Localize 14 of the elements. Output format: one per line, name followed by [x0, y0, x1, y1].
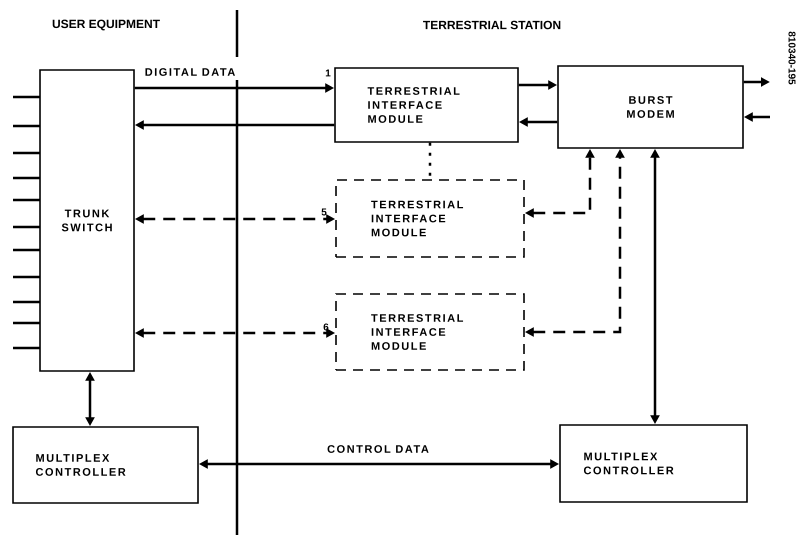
- modem-box: BURST MODEM: [557, 65, 744, 149]
- controller-box: MULTIPLEX CONTROLLER: [12, 426, 199, 504]
- figure-number: 810340-195: [788, 32, 796, 84]
- section-heading: USER EQUIPMENT: [52, 20, 160, 30]
- module-box: TERRESTRIAL INTERFACE MODULE: [334, 67, 519, 143]
- section-heading: TERRESTRIAL STATION: [423, 20, 560, 30]
- edge-label: CONTROL DATA: [326, 444, 430, 454]
- edge-label: DIGITAL DATA: [144, 67, 236, 77]
- port-number: 1: [326, 70, 330, 76]
- module-box: TERRESTRIAL INTERFACE MODULE: [335, 179, 525, 258]
- port-number: 5: [322, 208, 326, 216]
- controller-box: MULTIPLEX CONTROLLER: [559, 424, 748, 503]
- switch-box: TRUNK SWITCH: [39, 69, 135, 372]
- module-box: TERRESTRIAL INTERFACE MODULE: [335, 293, 525, 371]
